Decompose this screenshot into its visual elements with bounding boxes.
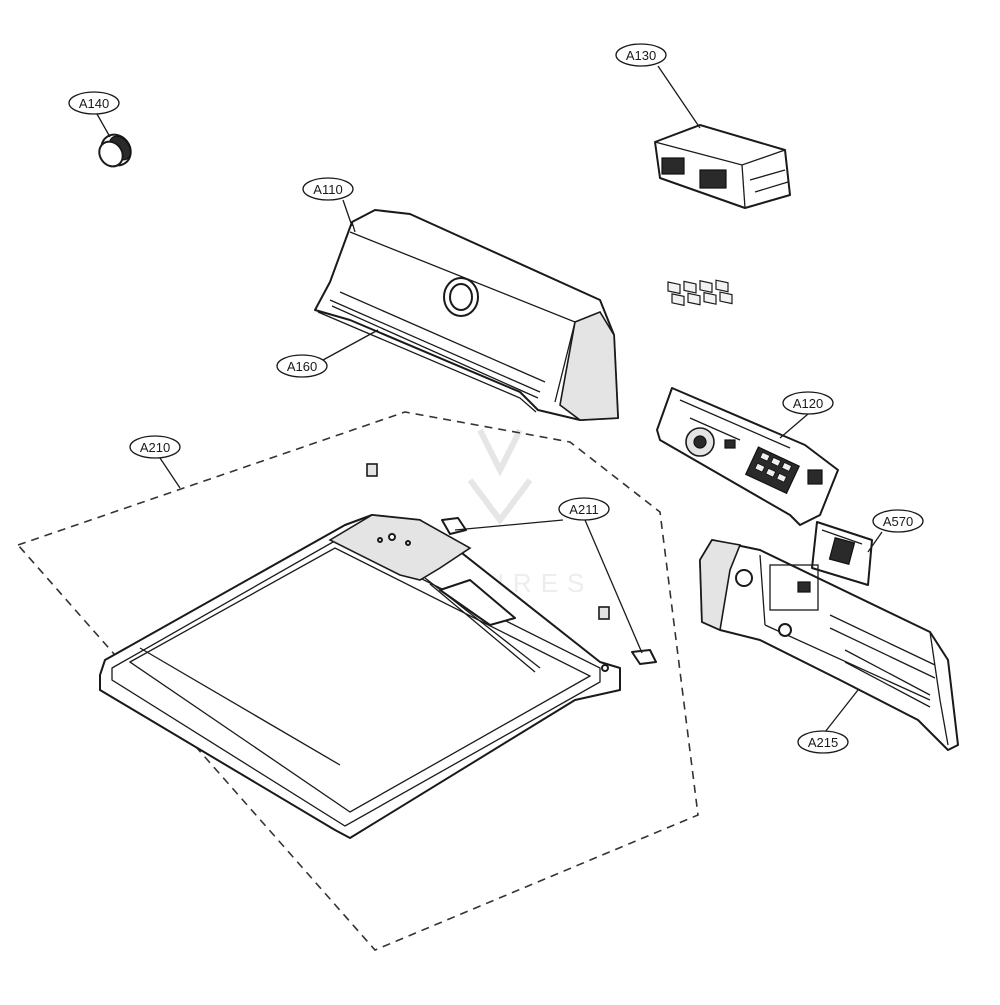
leader-a140 xyxy=(96,113,111,138)
callout-a140: A140 xyxy=(68,91,120,115)
callout-label: A215 xyxy=(808,735,838,750)
leader-a570 xyxy=(867,531,883,553)
part-a570-board xyxy=(811,521,873,586)
assembly-boundary xyxy=(16,411,699,951)
part-a210-lid xyxy=(99,514,621,839)
leader-a210 xyxy=(159,457,181,489)
leader-a211-right xyxy=(584,519,643,654)
leader-a130 xyxy=(657,65,701,129)
callout-a210: A210 xyxy=(129,435,181,459)
callout-label: A110 xyxy=(313,182,342,197)
callout-label: A570 xyxy=(883,514,913,529)
part-a215-housing xyxy=(699,539,959,751)
part-a160-bracket xyxy=(317,311,537,413)
part-a130-module xyxy=(654,124,791,307)
callout-a130: A130 xyxy=(615,43,667,67)
part-a110-panel-cover xyxy=(314,209,619,421)
callout-label: A130 xyxy=(626,48,656,63)
leader-a160 xyxy=(322,329,379,361)
callout-label: A210 xyxy=(140,440,170,455)
callout-a211: A211 xyxy=(558,497,610,521)
part-a140-knob xyxy=(98,133,132,168)
callout-label: A140 xyxy=(79,96,109,111)
callout-a120: A120 xyxy=(782,391,834,415)
part-studs xyxy=(366,463,610,620)
callout-a160: A160 xyxy=(276,354,328,378)
leader-a110 xyxy=(342,199,353,227)
leader-a120 xyxy=(779,413,809,439)
callout-label: A120 xyxy=(793,396,823,411)
leader-a215 xyxy=(824,689,859,733)
callout-a215: A215 xyxy=(797,730,849,754)
callout-a570: A570 xyxy=(872,509,924,533)
callout-label: A160 xyxy=(287,359,317,374)
leader-a211-left xyxy=(454,519,564,531)
callout-label: A211 xyxy=(569,502,598,517)
part-a120-pcb xyxy=(656,387,839,526)
leader-lines xyxy=(96,65,883,733)
callout-a110: A110 xyxy=(302,177,354,201)
